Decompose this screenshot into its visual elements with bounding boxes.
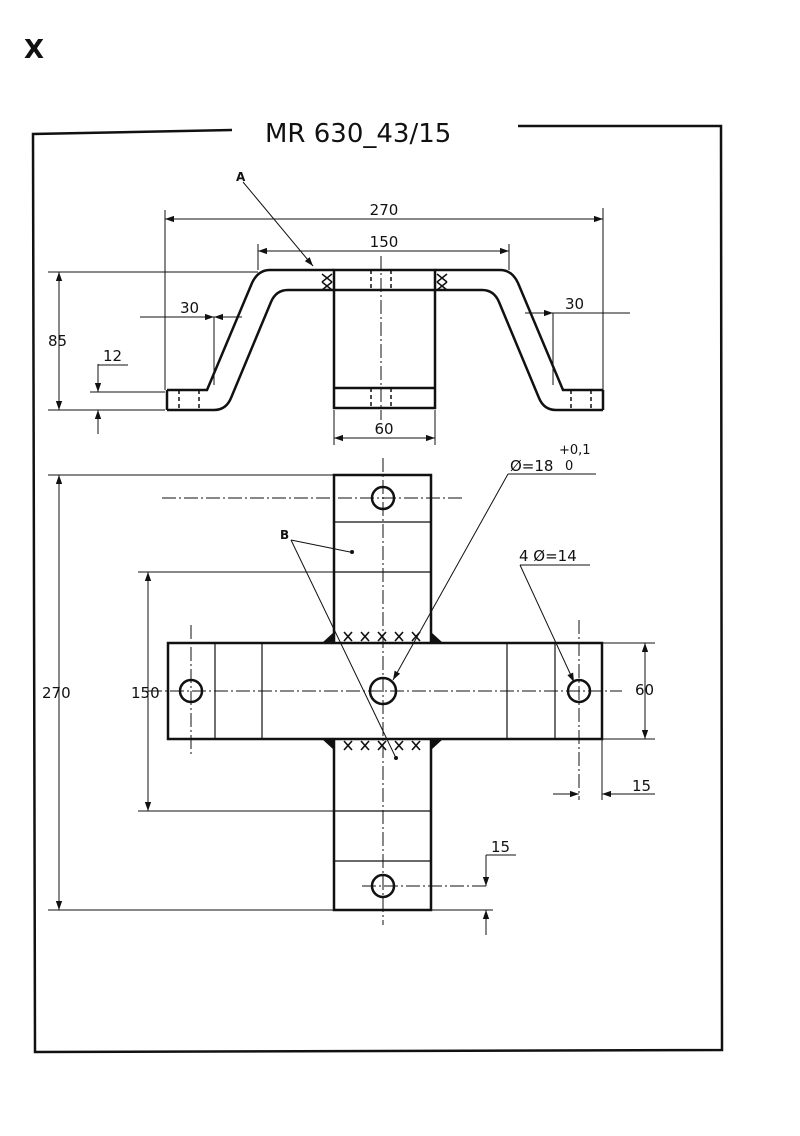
label-b-dot-top: [350, 550, 354, 554]
dim-height: 85: [48, 332, 67, 350]
weld-fillets: [322, 632, 443, 750]
dim-hole-offset-x: 15: [632, 777, 651, 795]
dim-side-center-width: 150: [370, 233, 399, 251]
plan-dimension-lines: [48, 474, 655, 935]
page-mark: X: [24, 35, 44, 65]
bent-strap: [165, 268, 605, 412]
dim-side-overall-width: 270: [370, 201, 399, 219]
weld-marks-side: [321, 273, 448, 291]
dim-left-flange: 30: [180, 299, 199, 317]
plan-centerlines: [148, 458, 622, 925]
label-a: A: [236, 170, 246, 184]
dim-right-flange: 30: [565, 295, 584, 313]
dim-hole-offset-y: 15: [491, 838, 510, 856]
dim-bar-span: 150: [131, 684, 160, 702]
dim-center-block-width: 60: [374, 420, 393, 438]
plan-leaders: [290, 473, 596, 759]
center-hole-diameter: Ø=18: [510, 457, 553, 475]
label-b: B: [280, 528, 289, 542]
drawing-title: MR 630_43/15: [265, 119, 451, 149]
center-block: [332, 268, 437, 410]
label-a-leader: [242, 181, 314, 267]
dim-bar-width: 60: [635, 681, 654, 699]
center-hole-tolerance-upper: +0,1: [559, 443, 591, 458]
dim-thickness: 12: [103, 347, 122, 365]
label-b-dot-bottom: [394, 756, 398, 760]
center-hole-tolerance-lower: 0: [565, 459, 573, 474]
side-view: A 270 150 30 30 85 12 60: [48, 170, 630, 445]
outer-holes-diameter: 4 Ø=14: [519, 547, 577, 565]
hidden-holes: [178, 270, 592, 410]
dim-plan-overall-length: 270: [42, 684, 71, 702]
plan-view: B 270 150 60 15 15 Ø=18 +0,1 0 4 Ø=14: [42, 443, 655, 935]
drawing-frame: [31, 124, 724, 1054]
weld-marks-plan: [343, 631, 421, 751]
side-dimension-lines: [48, 208, 630, 445]
